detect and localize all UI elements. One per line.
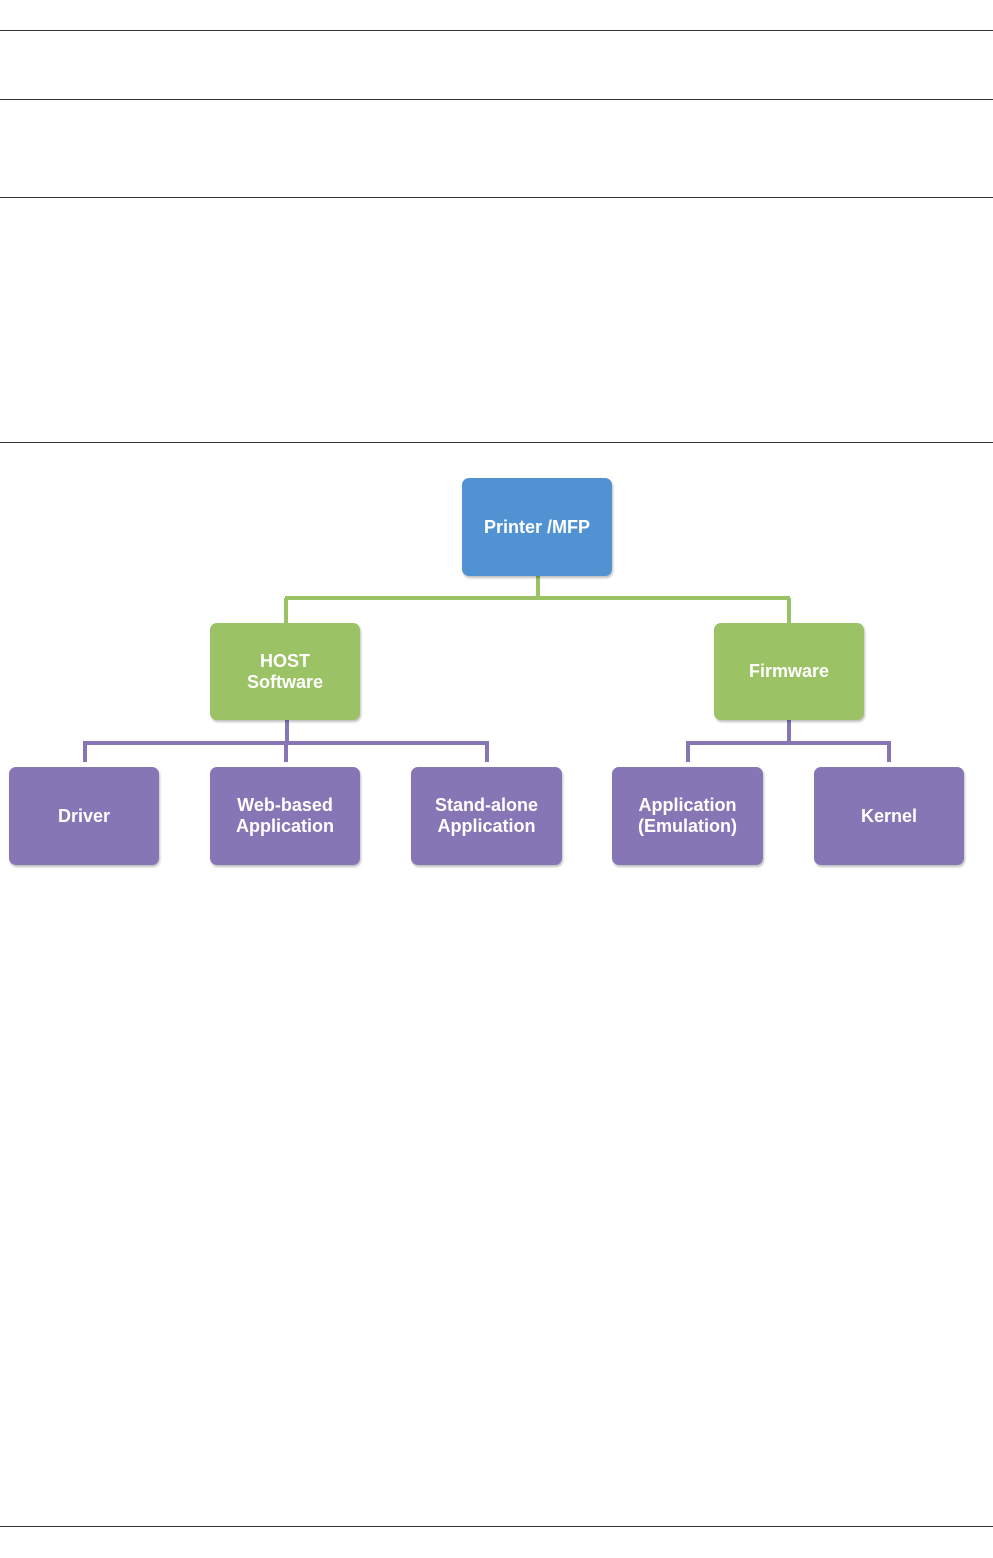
node-host-software: HOST Software: [210, 623, 360, 720]
header-rule-fourth: [0, 442, 993, 443]
node-printer-mfp: Printer /MFP: [462, 478, 612, 576]
node-firmware: Firmware: [714, 623, 864, 720]
header-rule-top: [0, 30, 993, 31]
node-application-emulation: Application (Emulation): [612, 767, 763, 865]
node-kernel: Kernel: [814, 767, 964, 865]
node-driver-label: Driver: [57, 805, 111, 826]
node-kernel-label: Kernel: [860, 805, 918, 826]
node-firmware-label: Firmware: [748, 661, 830, 681]
header-rule-second: [0, 99, 993, 100]
node-stand-alone-application: Stand-alone Application: [411, 767, 562, 865]
footer-rule: [0, 1526, 993, 1527]
node-driver: Driver: [9, 767, 159, 865]
node-web-based-application: Web-based Application: [210, 767, 360, 865]
node-web-based-application-label: Web-based Application: [236, 795, 334, 836]
node-printer-mfp-label: Printer /MFP: [483, 516, 590, 537]
node-application-emulation-label: Application (Emulation): [638, 795, 737, 836]
node-stand-alone-application-label: Stand-alone Application: [434, 795, 538, 836]
node-host-software-label: HOST Software: [246, 650, 324, 692]
header-rule-third: [0, 197, 993, 198]
